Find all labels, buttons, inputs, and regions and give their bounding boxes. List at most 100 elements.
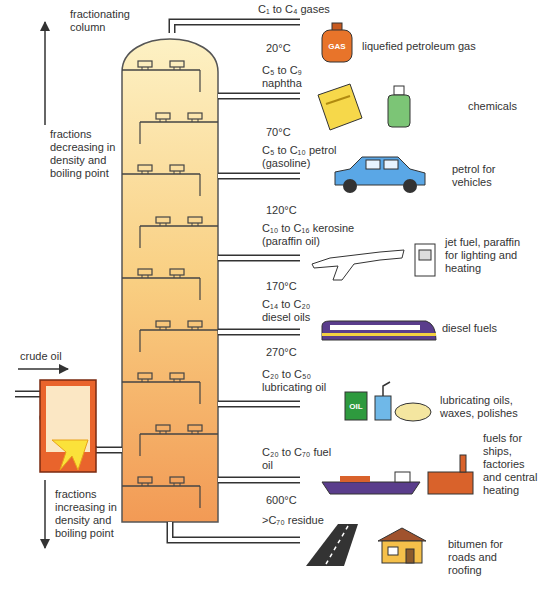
bubble-cap [188,113,202,119]
tray [122,69,200,71]
riser [180,275,181,278]
riser [198,431,199,434]
crude-arrow [18,368,68,370]
part-label: fractionating column [70,8,145,34]
icon-text: OIL [345,402,367,411]
fraction-label: C₂₀ to C₇₀ fuel oil [262,446,332,472]
use-label: petrol for vehicles [452,163,522,189]
lubricant-icons [345,382,431,421]
use-label: bitumen for roads and roofing [448,538,528,577]
pipe-outline [172,22,300,33]
riser [148,275,149,278]
riser [166,223,167,226]
riser [180,379,181,382]
downcomer [199,70,200,92]
tray [122,381,200,383]
pipe-outline [218,477,300,484]
riser [174,379,175,382]
riser [174,275,175,278]
downcomer [199,382,200,404]
bubble-cap [188,425,202,431]
riser [198,327,199,330]
pipe-bore [172,22,300,33]
gas-cylinder [322,23,352,62]
riser [142,275,143,278]
downcomer [139,434,140,456]
pipe-bore [218,402,300,406]
riser [160,431,161,434]
bubble-cap [156,321,170,327]
riser [198,223,199,226]
bubble-cap [170,165,184,171]
riser [142,379,143,382]
riser [198,119,199,122]
pipe-outline [218,93,300,100]
direction-note: fractions increasing in density and boil… [55,488,119,540]
tray [140,225,218,227]
pipe-bore [218,174,300,178]
furnace [40,380,96,472]
riser [160,119,161,122]
riser [174,483,175,486]
train-icon [322,321,436,340]
riser [180,67,181,70]
riser [192,223,193,226]
riser [160,223,161,226]
ship-and-factory [322,455,473,494]
temperature-label: 600°C [266,494,306,507]
tray [140,433,218,435]
bubble-cap [170,477,184,483]
riser [148,171,149,174]
riser [148,67,149,70]
bubble-cap [156,113,170,119]
trays [122,61,218,508]
use-label: fuels for ships, factories and central h… [483,432,545,497]
bubble-cap [138,61,152,67]
pipes [15,22,300,540]
use-label: liquefied petroleum gas [362,40,512,53]
riser [192,431,193,434]
riser [148,379,149,382]
use-label: jet fuel, paraffin for lighting and heat… [445,236,525,275]
riser [192,327,193,330]
chemicals-icon [318,84,410,130]
fraction-label: C₁₀ to C₁₆ kerosine (paraffin oil) [262,222,374,248]
pipe-bore [218,256,300,260]
bubble-cap [138,477,152,483]
tray [140,329,218,331]
icon-text: GAS [322,42,352,51]
fraction-label: C₅ to C₉ naphtha [262,64,322,90]
riser [180,171,181,174]
fraction-label: C₅ to C₁₀ petrol (gasoline) [262,144,352,170]
input-label: crude oil [20,350,80,363]
use-label: chemicals [468,100,538,113]
riser [166,327,167,330]
temperature-label: 170°C [266,280,306,293]
bubble-cap [188,217,202,223]
bubble-cap [156,425,170,431]
bubble-cap [156,217,170,223]
downcomer [139,122,140,144]
tray [122,485,200,487]
temperature-label: 120°C [266,204,306,217]
use-label: lubricating oils, waxes, polishes [440,394,520,420]
riser [180,483,181,486]
bubble-cap [138,269,152,275]
pipe-bore [218,94,300,98]
downcomer [199,174,200,196]
downcomer [139,330,140,352]
fractionating-column [122,39,218,522]
car-icon [335,157,425,193]
bubble-cap [170,373,184,379]
pipe-bore [218,330,300,334]
pipe-outline [218,401,300,408]
fraction-label: C₂₀ to C₅₀ lubricating oil [262,368,338,394]
temperature-label: 70°C [266,126,306,139]
direction-note: fractions decreasing in density and boil… [50,128,120,180]
jet-and-heater [312,244,435,280]
temperature-label: 20°C [266,42,306,55]
riser [166,119,167,122]
up-arrow [44,22,46,125]
riser [148,483,149,486]
